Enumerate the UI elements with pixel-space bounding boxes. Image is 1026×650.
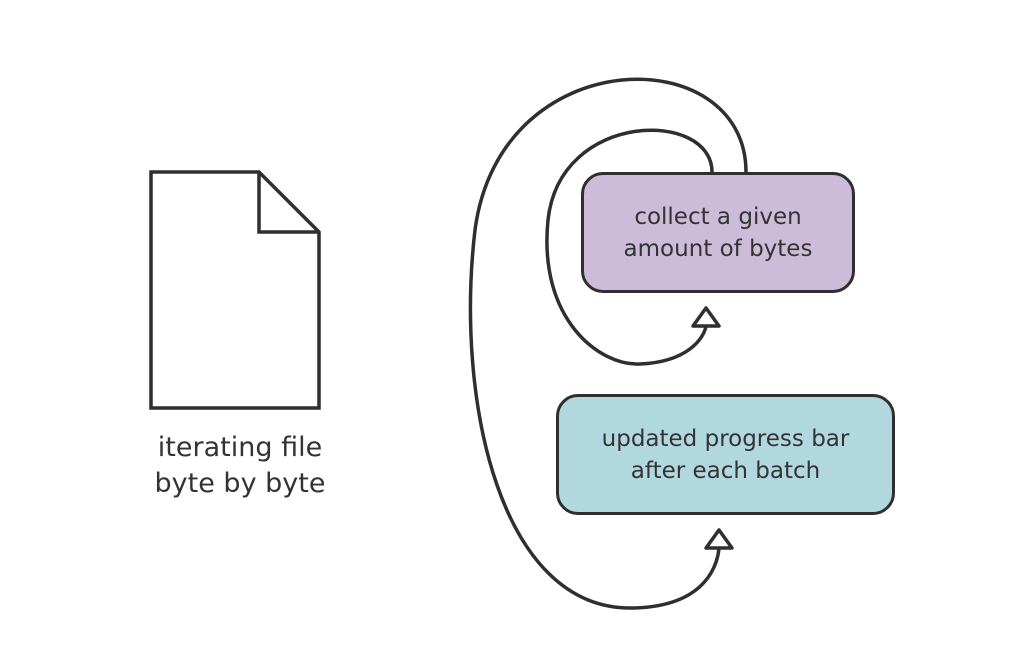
collect-bytes-line-1: collect a given [634, 203, 802, 230]
progress-bar-box: updated progress bar after each batch [556, 394, 895, 515]
file-icon [149, 170, 321, 410]
collect-bytes-box: collect a given amount of bytes [581, 172, 855, 293]
collect-bytes-line-2: amount of bytes [623, 235, 813, 262]
progress-bar-line-2: after each batch [630, 457, 821, 484]
file-label-line-2: byte by byte [154, 468, 326, 499]
outer-loop-arrowhead [704, 528, 734, 550]
file-label: iterating file byte by byte [110, 430, 370, 502]
inner-loop-arrow-line [545, 128, 714, 366]
file-corner-fold [257, 172, 319, 234]
outer-loop-arrow-line [468, 77, 748, 610]
inner-loop-arrowhead [691, 306, 721, 328]
file-label-line-1: iterating file [157, 432, 323, 463]
progress-bar-line-1: updated progress bar [601, 425, 850, 452]
